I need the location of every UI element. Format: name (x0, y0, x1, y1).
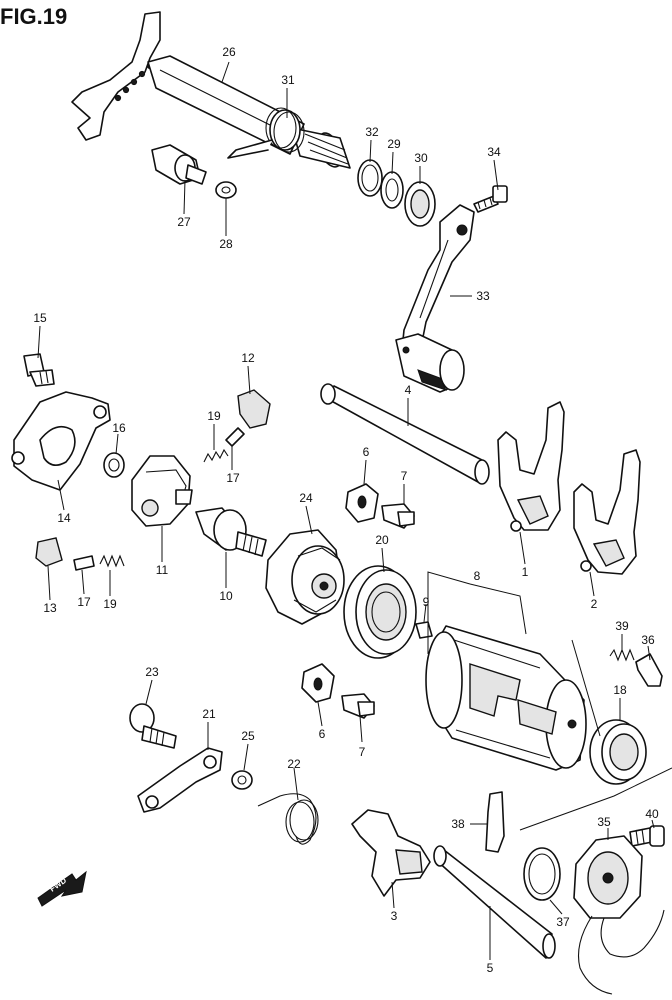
callout-27: 27 (177, 215, 191, 229)
stopper-pin-lower (73, 555, 95, 571)
forward-direction-indicator: FWD (37, 870, 87, 907)
gearshift-fork-3 (351, 809, 431, 897)
callout-36: 36 (641, 633, 655, 647)
callout-11: 11 (156, 563, 169, 577)
gearshift-fork-1 (497, 401, 565, 532)
stopper-pin-upper (225, 427, 245, 447)
gearshift-cam-guide (131, 455, 193, 527)
cam-stopper-upper (237, 389, 271, 429)
cam-bolt (195, 507, 267, 557)
callout-13: 13 (43, 601, 57, 615)
cam-bearing (343, 565, 417, 659)
callout-labels: 26 31 32 29 30 34 27 28 33 15 12 4 19 16… (33, 45, 659, 975)
callout-17-upper: 17 (226, 471, 240, 485)
return-spring (227, 107, 305, 159)
callout-2: 2 (591, 597, 598, 611)
figure-title: FIG.19 (0, 4, 67, 29)
callout-6-upper: 6 (363, 445, 370, 459)
callout-30: 30 (414, 151, 428, 165)
plate-screw (23, 353, 55, 387)
leader-lines (37, 61, 672, 960)
switch-o-ring (523, 847, 561, 901)
cable-clip (485, 791, 505, 853)
callout-7-upper: 7 (401, 469, 408, 483)
arm-washer (231, 770, 253, 790)
cam-stopper-arm (137, 747, 223, 813)
gearshift-fork-2 (573, 449, 641, 575)
callout-6-lower: 6 (319, 727, 326, 741)
callout-26: 26 (222, 45, 236, 59)
callout-17-lower: 17 (77, 595, 91, 609)
callout-14: 14 (57, 511, 71, 525)
switch-screw (629, 825, 665, 847)
fork-shaft-lower (433, 845, 556, 959)
callout-1: 1 (522, 565, 529, 579)
gearshift-lever-bolt (473, 185, 508, 213)
callout-39: 39 (615, 619, 629, 633)
callout-19-upper: 19 (207, 409, 221, 423)
callout-12: 12 (241, 351, 255, 365)
callout-34: 34 (487, 145, 501, 159)
stopper-screw-upper (381, 503, 415, 529)
gearshift-lever (395, 204, 475, 393)
callout-8: 8 (474, 569, 481, 583)
callout-23: 23 (145, 665, 159, 679)
callout-5: 5 (487, 961, 494, 975)
callout-21: 21 (202, 707, 216, 721)
callout-33: 33 (476, 289, 490, 303)
callout-29: 29 (387, 137, 401, 151)
callout-20: 20 (375, 533, 389, 547)
gear-position-switch (573, 835, 665, 995)
callout-25: 25 (241, 729, 255, 743)
cam-drum-bearing (589, 719, 647, 785)
callout-19-lower: 19 (103, 597, 117, 611)
callout-4: 4 (405, 383, 412, 397)
shaft-washer (380, 171, 404, 209)
stopper-spring-lower (99, 554, 125, 568)
collar (103, 452, 125, 478)
callout-16: 16 (112, 421, 126, 435)
cam-dowel-pin (415, 621, 433, 639)
callout-18: 18 (613, 683, 627, 697)
callout-3: 3 (391, 909, 398, 923)
callout-9: 9 (423, 595, 430, 609)
callout-22: 22 (287, 757, 301, 771)
stopper-plate (11, 391, 111, 491)
callout-38: 38 (451, 817, 465, 831)
callout-32: 32 (365, 125, 379, 139)
cam-driven-gear (265, 529, 345, 625)
stopper-screw-lower (341, 693, 375, 719)
arm-spring (257, 793, 319, 845)
callout-37: 37 (556, 915, 570, 929)
callout-24: 24 (299, 491, 313, 505)
callout-7-lower: 7 (359, 745, 366, 759)
callout-10: 10 (219, 589, 233, 603)
callout-28: 28 (219, 237, 233, 251)
callout-31: 31 (281, 73, 295, 87)
callout-40: 40 (645, 807, 659, 821)
callout-15: 15 (33, 311, 47, 325)
stopper-pin (151, 144, 207, 185)
callout-35: 35 (597, 815, 611, 829)
gearshift-cam-drum (425, 625, 587, 771)
stopper-spring-upper (203, 448, 229, 463)
cam-stopper-lower (35, 537, 63, 567)
fork-shaft-upper (320, 383, 490, 485)
cam-stopper-bolt (129, 703, 177, 749)
pin-washer (215, 181, 237, 199)
gearshift-shaft (71, 11, 351, 169)
neutral-switch-pin (635, 653, 663, 687)
